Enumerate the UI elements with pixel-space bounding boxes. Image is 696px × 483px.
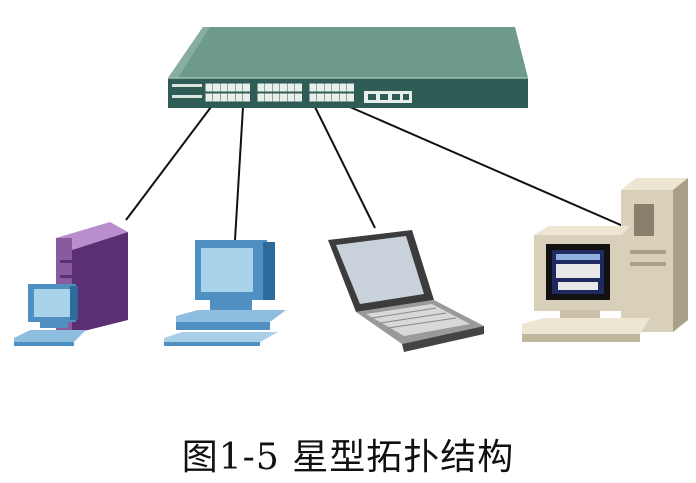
desktop-pc-icon [164,240,286,346]
switch-port [257,93,265,102]
link-to-workstation [349,106,624,227]
switch-port [228,83,235,92]
switch-port [265,93,272,102]
switch-port [324,83,332,92]
switch-port [332,93,339,102]
switch-port [220,93,228,102]
star-topology-diagram [14,27,688,352]
laptop-icon [328,230,484,352]
switch-port [235,93,243,102]
switch-port [287,83,295,92]
switch-port [280,83,287,92]
link-to-laptop [314,106,376,229]
switch-port [257,83,265,92]
switch-port [332,83,339,92]
switch-port [339,83,347,92]
switch-port [265,83,272,92]
switch-port [243,93,250,102]
switch-port [295,83,302,92]
switch-port [205,93,213,102]
switch-port [220,83,228,92]
switch-port [295,93,302,102]
switch-port [309,83,317,92]
workstation-beige-icon [522,178,688,342]
switch-port [287,93,295,102]
figure-caption: 图1-5 星型拓扑结构 [181,437,515,478]
switch-port [324,93,332,102]
switch-port [309,93,317,102]
switch-port [347,93,354,102]
switch-port [339,93,347,102]
switch-port [317,83,324,92]
switch-port [272,93,280,102]
switch-port [213,93,220,102]
desktop-pc-purple-tower-icon [14,222,128,346]
switch-port [317,93,324,102]
network-switch-icon [168,27,528,108]
switch-port [347,83,354,92]
link-to-pc-1 [125,106,212,221]
network-links [125,106,624,241]
link-to-pc-2 [234,106,244,241]
switch-port [205,83,213,92]
switch-port [280,93,287,102]
switch-port [213,83,220,92]
switch-port [228,93,235,102]
switch-port [243,83,250,92]
switch-port [235,83,243,92]
switch-port [272,83,280,92]
